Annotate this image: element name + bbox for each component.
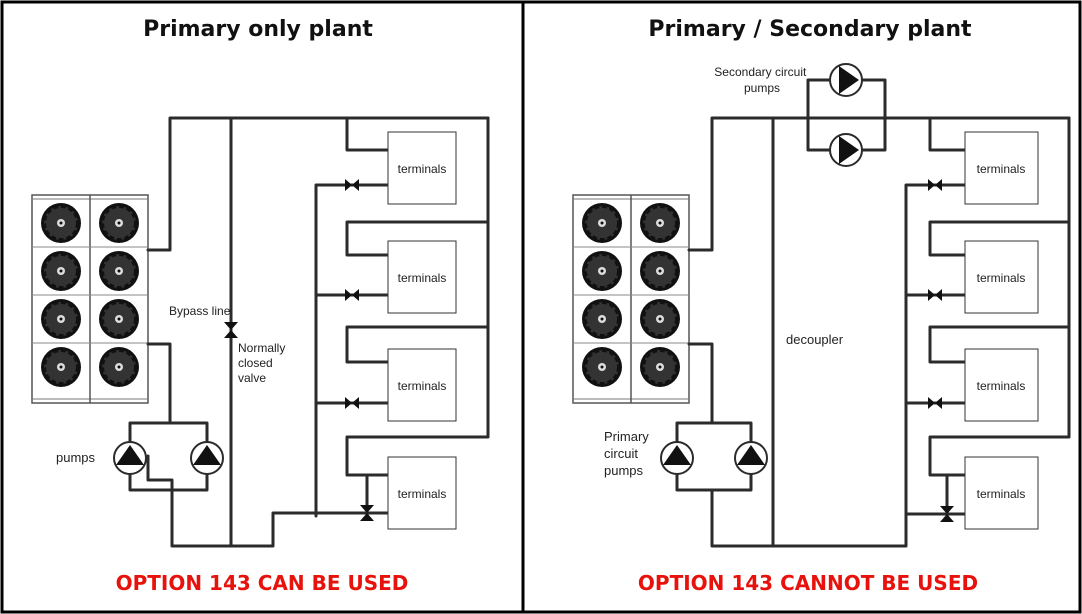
svg-text:terminals: terminals	[977, 162, 1026, 176]
terminal-box: terminals	[387, 240, 457, 314]
right-panel-title: Primary / Secondary plant	[648, 17, 972, 42]
bypass-valve-icon	[224, 322, 238, 338]
terminal-1-return	[904, 183, 967, 516]
terminal-box: terminals	[387, 456, 457, 530]
svg-text:terminals: terminals	[398, 379, 447, 393]
secondary-pumps-label: Secondary circuit pumps	[714, 65, 809, 95]
valve-icon	[345, 289, 359, 301]
pump-icon	[113, 441, 147, 475]
svg-text:terminals: terminals	[977, 487, 1026, 501]
chiller-icon	[32, 195, 148, 403]
return-main	[146, 454, 318, 548]
pump-icon	[829, 133, 863, 167]
svg-text:terminals: terminals	[398, 487, 447, 501]
valve-icon	[928, 289, 942, 301]
svg-text:terminals: terminals	[977, 379, 1026, 393]
terminal-1-supply	[345, 116, 390, 152]
decoupler-label: decoupler	[786, 332, 844, 347]
terminal-box: terminals	[387, 348, 457, 422]
terminal-box: terminals	[387, 131, 457, 205]
terminal-1-return	[314, 183, 390, 518]
bypass-line-label: Bypass line	[169, 304, 231, 318]
supply-riser	[345, 116, 490, 257]
valve-icon	[928, 397, 942, 409]
supply-riser-2	[928, 220, 1071, 364]
right-panel-frame	[521, 0, 1082, 614]
svg-text:terminals: terminals	[398, 271, 447, 285]
terminal-box: terminals	[964, 240, 1039, 314]
right-option-text: OPTION 143 CANNOT BE USED	[638, 571, 978, 595]
primary-pumps-label: Primary circuit pumps	[604, 429, 652, 478]
primary-supply-pipe	[687, 116, 810, 252]
pump-icon	[660, 441, 694, 475]
supply-riser-2	[345, 220, 490, 364]
left-panel: Primary only plant pumps Bypass line Nor…	[32, 17, 490, 595]
pump-icon	[829, 63, 863, 97]
svg-text:terminals: terminals	[977, 271, 1026, 285]
pump-icon	[734, 441, 768, 475]
terminal-box: terminals	[964, 456, 1039, 530]
pump-icon	[190, 441, 224, 475]
left-panel-title: Primary only plant	[143, 17, 373, 42]
chiller-icon	[573, 195, 689, 403]
secondary-return	[710, 488, 908, 548]
valve-icon	[928, 179, 942, 191]
supply-riser-3	[345, 325, 490, 477]
left-option-text: OPTION 143 CAN BE USED	[116, 571, 409, 595]
valve-icon	[345, 179, 359, 191]
svg-text:terminals: terminals	[398, 162, 447, 176]
pumps-label: pumps	[56, 450, 96, 465]
supply-riser	[928, 116, 1071, 257]
terminal-box: terminals	[964, 348, 1039, 422]
terminal-1-supply	[928, 116, 967, 152]
right-panel: Primary / Secondary plant Secondary circ…	[573, 17, 1071, 595]
supply-riser-3	[928, 325, 1071, 477]
valve-label: Normally closed valve	[238, 341, 289, 385]
supply-pipe	[146, 116, 490, 252]
terminal-box: terminals	[964, 131, 1039, 205]
valve-icon	[345, 397, 359, 409]
